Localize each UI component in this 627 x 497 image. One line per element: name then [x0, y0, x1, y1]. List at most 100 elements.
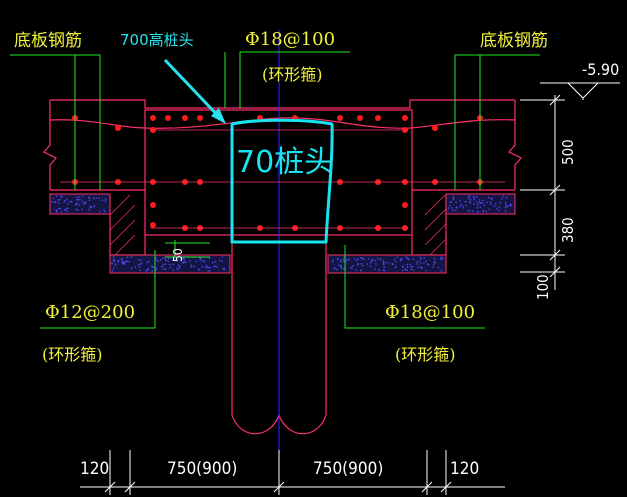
cushion-dot — [113, 258, 115, 261]
rebar-dot — [432, 125, 438, 131]
rebar-dot — [197, 115, 203, 121]
cushion-dot — [121, 263, 124, 265]
leader-lines — [10, 51, 540, 329]
cushion-dot — [419, 256, 422, 259]
cushion-dot — [411, 266, 414, 268]
cushion-dot — [387, 262, 389, 264]
cushion-dot — [382, 260, 385, 262]
cushion-dot — [112, 256, 115, 259]
pile-head-annotation — [163, 58, 334, 244]
cushion-dot — [190, 264, 193, 267]
cushion-dot — [348, 258, 350, 261]
cushion-dot — [483, 204, 486, 206]
cushion-dot — [494, 203, 497, 205]
cushion-dot — [369, 261, 372, 264]
cushion-dot — [460, 203, 462, 206]
cushion-dot — [54, 200, 57, 203]
cushion-dot — [99, 210, 101, 213]
elevation-label: -5.90 — [582, 60, 619, 79]
right-spec: Φ18@100 — [385, 302, 475, 323]
rebar-dot — [337, 115, 343, 121]
cushion-dot — [498, 206, 501, 209]
cushion-dot — [139, 263, 141, 266]
cushion-dot — [59, 207, 62, 210]
cushion-dot — [130, 256, 133, 258]
cushion-dot — [208, 270, 211, 272]
rebar-dot — [165, 115, 171, 121]
cushion-dot — [214, 261, 216, 263]
dimension-bottom-right-edge: 120 — [450, 459, 479, 479]
cushion-dot — [137, 258, 140, 261]
cushion-dot — [465, 204, 467, 207]
cushion-dot — [137, 264, 140, 266]
cushion-dot — [478, 199, 481, 201]
cushion-dot — [355, 259, 358, 262]
cushion-dot — [155, 257, 157, 260]
cushion-dot — [88, 199, 91, 202]
cushion-dot — [496, 207, 498, 210]
cushion-dot — [475, 201, 478, 203]
cushion-dot — [82, 195, 84, 198]
cushion-dot — [451, 207, 453, 209]
cushion-dot — [346, 258, 348, 261]
cushion-dot — [162, 257, 164, 260]
cushion-dot — [462, 205, 464, 207]
cushion-dot — [88, 209, 90, 211]
cushion-dot — [408, 258, 410, 260]
cushion-dot — [420, 262, 422, 264]
left-spec: Φ12@200 — [45, 302, 135, 323]
cushion-dot — [406, 257, 408, 260]
cushion-dot — [452, 198, 455, 201]
cushion-dot — [211, 262, 214, 264]
cushion-dot — [485, 210, 488, 213]
cushion-dot — [417, 266, 419, 269]
cushion-dot — [482, 199, 484, 202]
cushion-dot — [58, 202, 60, 204]
cushion-dot — [395, 265, 397, 267]
cushion-dot — [205, 264, 208, 267]
cushion-dot — [375, 263, 377, 265]
cushion-dot — [55, 195, 58, 198]
cushion-dot — [101, 199, 103, 201]
cushion-dot — [183, 259, 185, 262]
top-left-rebar-label: 底板钢筋 — [14, 31, 82, 51]
cushion-dot — [81, 208, 83, 211]
cushion-dot — [469, 201, 472, 204]
cushion-dot — [420, 258, 423, 260]
cushion-dot — [468, 195, 471, 198]
cushion-dot — [499, 201, 502, 204]
cushion-dot — [424, 260, 427, 262]
cushion-dot — [195, 260, 197, 263]
cushion-dot — [368, 257, 370, 260]
cushion-dot — [360, 270, 363, 272]
handwritten-pile-head-label: 70桩头 — [236, 145, 334, 180]
cushion-dot — [352, 264, 355, 267]
cushion-dot — [81, 200, 84, 203]
cushion-dot — [476, 207, 479, 209]
cushion-dot — [490, 197, 492, 200]
cushion-dot — [120, 258, 123, 260]
cushion-dot — [437, 266, 440, 269]
cushion-dot — [395, 261, 397, 263]
cushion-dot — [64, 208, 66, 211]
cushion-dot — [208, 257, 211, 260]
cushion-dot — [140, 262, 143, 265]
cushion-dot — [432, 263, 435, 266]
cushion-dot — [76, 196, 78, 199]
cushion-dot — [393, 258, 396, 261]
cushion-dot — [479, 206, 482, 208]
cushion-dot — [504, 210, 507, 212]
cushion-dot — [199, 259, 201, 261]
cushion-dot — [360, 263, 363, 265]
cushion-dot — [104, 198, 107, 200]
cushion-layer — [49, 193, 516, 274]
cushion-dot — [103, 209, 105, 211]
cushion-dot — [159, 259, 162, 261]
bottom-dimension-chain — [80, 450, 505, 495]
cushion-dot — [442, 257, 444, 260]
cushion-dot — [401, 258, 403, 260]
rebar-dot — [375, 115, 381, 121]
cushion-dot — [169, 266, 172, 269]
cushion-dot — [221, 256, 223, 258]
cushion-dot — [433, 257, 436, 260]
